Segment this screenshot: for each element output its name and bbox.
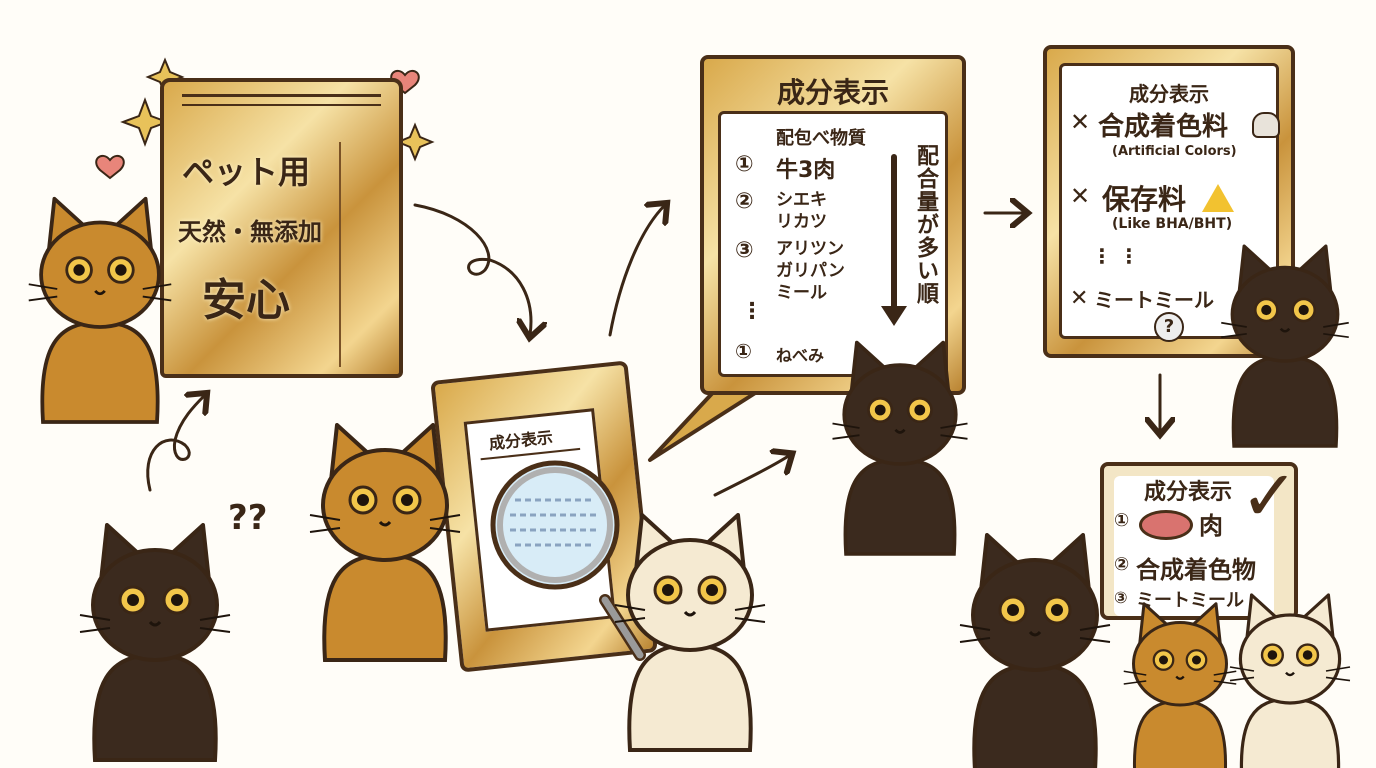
panel-ingredient-order: 成分表示 配包べ物質 ① 牛3肉 ② シエキ リカツ ③ アリツン ガリパン ミ…	[700, 55, 966, 395]
x-mark-icon: ✕	[1070, 182, 1091, 210]
item-text: ねべみ	[776, 346, 825, 365]
panel-good-ingredients: 成分表示 ① 肉 ② 合成着色物 ③ ミートミール	[1100, 462, 1298, 620]
avoid-item-text: 保存料	[1102, 183, 1187, 216]
arrow-to-blackcat	[713, 455, 790, 497]
checkmark-icon: ✓	[1240, 455, 1299, 537]
calico-cat	[613, 513, 767, 752]
item-num: ③	[1114, 588, 1128, 607]
item-text: 肉	[1199, 512, 1223, 540]
avoid-item-text: ミートミール	[1094, 288, 1214, 312]
bag-fold	[339, 142, 341, 367]
item-ellipsis: ⋮	[741, 299, 763, 324]
skull-icon	[1252, 112, 1280, 138]
tabby-cat	[26, 196, 174, 424]
pet-food-bag: ペット用 天然・無添加 安心	[160, 78, 403, 378]
x-mark-icon: ✕	[1070, 286, 1089, 311]
magnifier-icon	[490, 460, 646, 661]
x-mark-icon: ✕	[1070, 108, 1091, 136]
meat-icon	[1139, 510, 1193, 540]
item-num: ①	[735, 152, 754, 177]
item-num: ②	[735, 189, 754, 214]
black-cat-pointing	[830, 340, 970, 556]
ellipsis: ⋮ ⋮	[1092, 244, 1139, 268]
question-marks: ??	[228, 498, 268, 538]
arrow-cat-to-bag	[146, 395, 205, 492]
small-calico-cat	[1228, 593, 1352, 768]
arrow-bag-to-inspect	[413, 203, 531, 335]
sparkle-icon	[120, 97, 170, 147]
panel-title: 成分表示	[1129, 82, 1209, 106]
item-text: アリツン ガリパン ミール	[776, 239, 845, 303]
tabby-cat-holding-bag	[308, 423, 462, 662]
confused-black-cat	[78, 523, 232, 762]
avoid-item-note: (Artificial Colors)	[1112, 144, 1237, 159]
ingredient-subtitle: 配包べ物質	[776, 128, 866, 149]
bag-seal-line	[182, 94, 381, 97]
bag-text-safe: 安心	[202, 275, 290, 326]
item-text: シエキ リカツ	[776, 190, 827, 232]
bag-text-pet: ペット用	[182, 153, 311, 191]
avoid-item-text: 合成着色料	[1098, 112, 1229, 142]
item-num: ③	[735, 238, 754, 263]
item-num: ①	[1114, 510, 1130, 531]
small-tabby-cat	[1122, 602, 1238, 768]
question-bubble-icon: ?	[1154, 312, 1184, 342]
arrow-to-panel1	[608, 205, 665, 337]
item-num: ②	[1114, 554, 1130, 575]
down-arrow-icon	[891, 154, 897, 314]
item-text: 合成着色物	[1136, 556, 1256, 584]
avoid-item-note: (Like BHA/BHT)	[1112, 216, 1233, 232]
heart-icon	[95, 154, 125, 180]
panel-title: 成分表示	[776, 76, 889, 109]
sparkle-icon	[395, 122, 435, 162]
item-text: 牛3肉	[776, 158, 836, 183]
black-cat-panel2	[1219, 244, 1351, 448]
panel-title: 成分表示	[1144, 480, 1233, 505]
black-cat-arms-crossed	[958, 533, 1112, 768]
item-num: ①	[735, 339, 752, 363]
bag-text-natural: 天然・無添加	[178, 218, 322, 246]
bag-seal-line	[182, 104, 381, 106]
order-label: 配合量が多い順	[913, 144, 938, 305]
warning-icon	[1202, 184, 1234, 212]
